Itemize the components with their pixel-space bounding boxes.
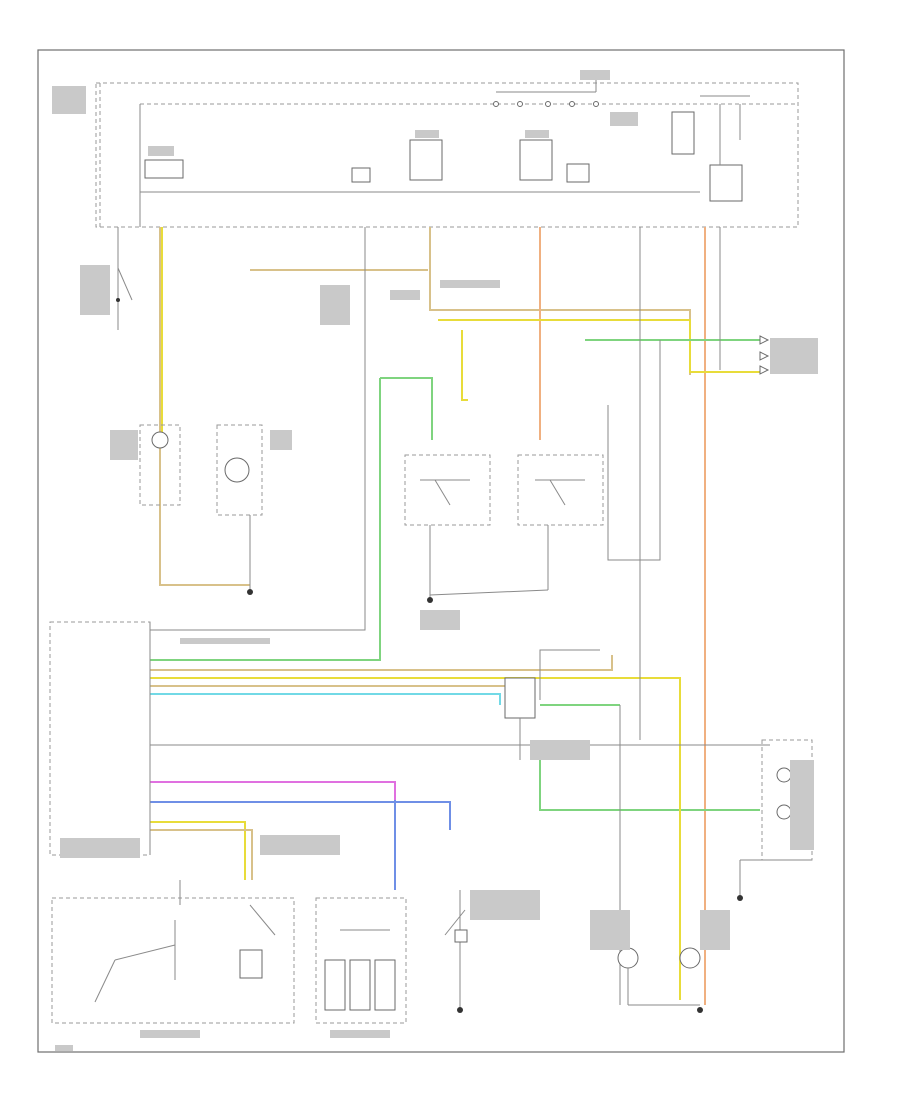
wire-gray-2 [607,340,661,561]
lamp-module-right [429,454,604,596]
wire-tan-left [159,227,250,586]
brake-switch [116,227,133,330]
wire-gray-6 [150,227,366,631]
relay-2 [709,164,743,202]
terminal-c [545,101,551,107]
wire-green-right [539,760,760,811]
wire-green-left [150,378,381,661]
wire-yellow-lower [150,677,681,1000]
instrument-cluster [737,739,813,901]
diagram-frame [37,49,845,1053]
fuse-2 [351,167,371,183]
body-control-module [49,621,151,856]
headlamp-switch-box [51,880,295,1024]
fuse-5 [566,163,590,183]
wire-tan-lower [150,655,613,671]
label-text-blocks [52,70,818,1051]
fuse-3 [409,139,443,181]
wire-cyan [150,693,501,705]
wire-harness [150,227,770,1005]
trailer-connector-arrows [759,335,770,375]
wire-yellow-mid [461,330,468,401]
left-lamp-assembly [139,424,263,595]
wire-blue [150,801,451,830]
multifunction-switch-box [315,897,407,1024]
lamp-module-left [404,454,491,603]
terminal-d [569,101,575,107]
wire-tan-mid [429,227,691,375]
wire-green-mid [380,377,433,440]
wire-gray-1 [539,649,600,700]
hazard-switch [444,890,468,1013]
fuse-1 [144,159,184,179]
terminal-a [493,101,499,107]
wire-yellow-hls [150,821,246,880]
terminal-b [517,101,523,107]
center-connector [504,677,536,760]
fuse-relay-box [95,76,799,228]
terminal-e [593,101,599,107]
wire-yellow-long [438,319,760,373]
fuse-4 [519,139,553,181]
relay [671,111,695,155]
front-lamps [617,947,703,1013]
wire-tan-hls [150,829,253,880]
